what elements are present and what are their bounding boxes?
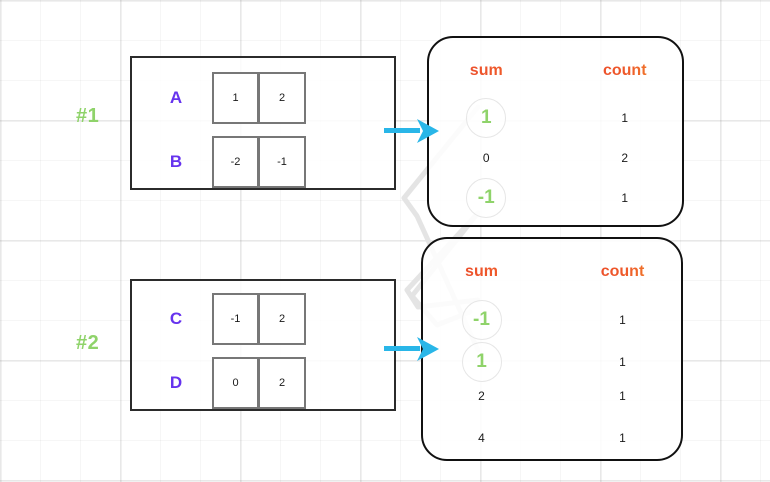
count-cell: 1 [621,191,629,205]
sum-cell: 1 [423,342,558,382]
panel-2-header: sum count [423,263,681,281]
cell: 0 [212,357,259,409]
row-a-cells: 1 2 [212,72,306,124]
count-cell: 1 [619,355,626,369]
column-header-count: count [562,62,683,80]
column-header-count: count [558,263,681,281]
row-label-b: B [169,152,183,171]
column-header-sum: sum [429,62,562,80]
panel-2-rows: -1 1 1 1 2 1 4 1 [423,295,681,463]
cell: 2 [259,72,306,124]
arrow-right-icon [384,337,439,361]
row-c-cells: -1 2 [212,293,306,345]
table-row: 2 1 [423,379,681,413]
table-row: 1 1 [429,98,682,138]
count-cell: 1 [619,431,626,445]
group-2-row-c: C -1 2 [132,289,394,349]
sum-cell: -1 [429,178,562,218]
row-label-c: C [169,309,183,328]
result-panel-1: sum count 1 1 0 2 -1 1 [427,36,684,227]
highlighted-value: 1 [461,342,502,382]
group-tag-1: #1 [76,105,100,127]
count-cell: 1 [619,313,626,327]
table-row: 0 2 [429,138,682,178]
cell: -2 [212,136,259,188]
sum-cell: 4 [478,431,485,445]
arrow-right-icon [384,119,439,143]
row-label-d: D [169,373,183,392]
row-b-cells: -2 -1 [212,136,306,188]
group-box-2: C -1 2 D 0 2 [130,279,396,411]
panel-1-header: sum count [429,62,682,80]
cell: 1 [212,72,259,124]
table-row: 1 1 [423,342,681,382]
row-d-cells: 0 2 [212,357,306,409]
sum-cell: 2 [478,389,485,403]
group-box-1: A 1 2 B -2 -1 [130,56,396,190]
count-cell: 1 [619,389,626,403]
highlighted-value: -1 [461,300,502,340]
cell: 2 [259,357,306,409]
table-row: 4 1 [423,413,681,463]
sum-cell: 0 [482,151,490,165]
cell: -1 [259,136,306,188]
group-tag-2: #2 [76,332,100,354]
group-2-row-d: D 0 2 [132,353,394,413]
count-cell: 1 [621,111,629,125]
panel-1-rows: 1 1 0 2 -1 1 [429,98,682,218]
sum-cell: -1 [423,300,558,340]
group-1-row-a: A 1 2 [132,68,394,128]
group-1-row-b: B -2 -1 [132,132,394,192]
column-header-sum: sum [423,263,558,281]
cell: -1 [212,293,259,345]
highlighted-value: -1 [466,178,507,218]
highlighted-value: 1 [466,98,507,138]
table-row: -1 1 [429,178,682,218]
table-row: -1 1 [423,295,681,345]
row-label-a: A [169,88,183,107]
result-panel-2: sum count -1 1 1 1 2 1 4 1 [421,237,683,461]
sum-cell: 1 [429,98,562,138]
count-cell: 2 [621,151,629,165]
cell: 2 [259,293,306,345]
